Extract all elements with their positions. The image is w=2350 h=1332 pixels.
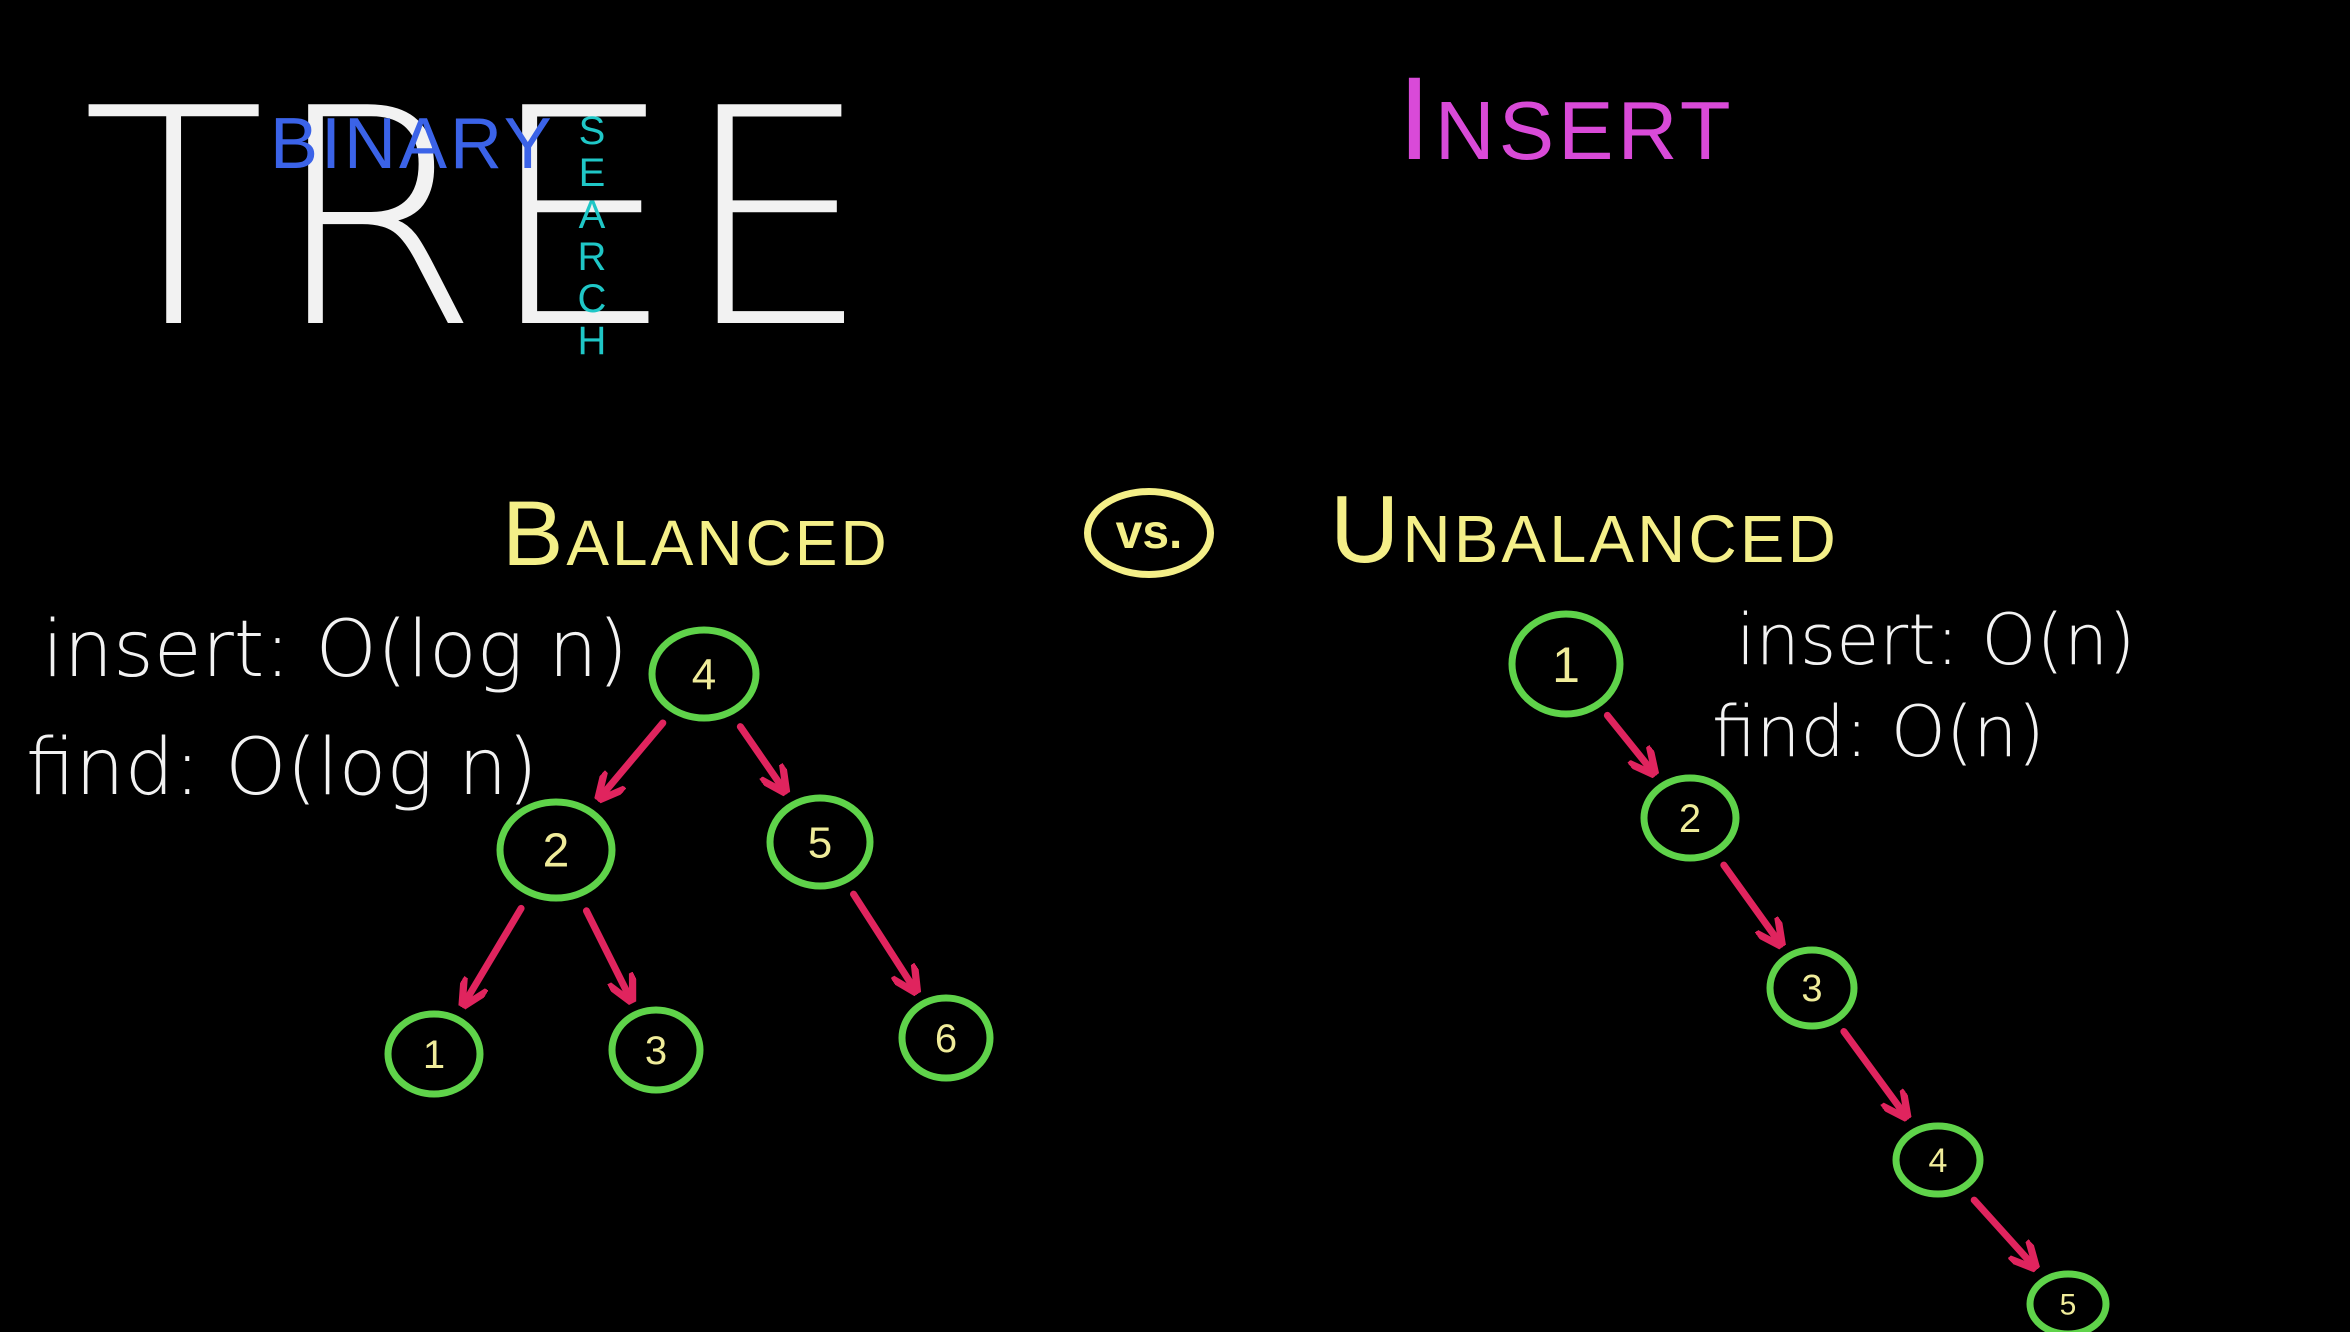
label-unbalanced: Unbalanced (1330, 476, 1839, 583)
unbalanced-node-5 (2026, 1270, 2110, 1332)
unbalanced-node-1 (1508, 610, 1624, 718)
unbalanced-edge-4-to-5 (1970, 1196, 2033, 1265)
vs-badge: vs. (1084, 488, 1214, 578)
balanced-node-label-4: 4 (692, 651, 716, 700)
balanced-edge-4-to-5 (736, 723, 783, 790)
title-search-vertical: SEARCH (577, 109, 607, 363)
balanced-node-3 (608, 1006, 704, 1094)
unbalanced-node-2 (1640, 774, 1740, 862)
balanced-node-6 (898, 994, 994, 1082)
balanced-tree: 4 2 5 1 3 6 (384, 626, 994, 1098)
unbalanced-edge-3-to-4 (1840, 1028, 1905, 1115)
unbalanced-insert-complexity: insert: O(n) (1736, 599, 2136, 681)
unbalanced-node-label-5: 5 (2060, 1289, 2077, 1322)
title-binary: BINARY (270, 104, 555, 184)
unbalanced-find-complexity: find: O(n) (1712, 691, 2045, 773)
balanced-insert-complexity: insert: O(log n) (42, 605, 629, 695)
balanced-node-label-1: 1 (423, 1033, 445, 1077)
balanced-edge-2-to-1 (465, 904, 525, 1002)
balanced-node-5 (766, 794, 874, 890)
unbalanced-node-4 (1892, 1122, 1984, 1198)
unbalanced-tree: 1 2 3 4 5 (1508, 610, 2110, 1332)
balanced-edge-4-to-2 (601, 719, 667, 796)
balanced-node-2 (496, 798, 616, 902)
unbalanced-node-label-3: 3 (1801, 968, 1822, 1010)
unbalanced-node-label-4: 4 (1929, 1142, 1948, 1180)
label-balanced: Balanced (502, 483, 890, 585)
vs-label: vs. (1115, 506, 1183, 559)
unbalanced-edge-1-to-2 (1603, 711, 1652, 771)
title-tree: TREE (82, 45, 877, 394)
unbalanced-node-label-1: 1 (1552, 637, 1580, 693)
balanced-node-label-5: 5 (808, 819, 832, 868)
balanced-node-4 (648, 626, 760, 722)
balanced-node-label-6: 6 (935, 1017, 957, 1061)
unbalanced-node-3 (1766, 946, 1858, 1030)
balanced-node-1 (384, 1010, 484, 1098)
unbalanced-edge-2-to-3 (1720, 861, 1780, 942)
balanced-edge-2-to-3 (582, 907, 630, 998)
balanced-node-label-2: 2 (543, 825, 570, 878)
balanced-find-complexity: find: O(log n) (26, 723, 538, 813)
balanced-edge-5-to-6 (850, 890, 915, 989)
balanced-node-label-3: 3 (645, 1029, 667, 1073)
heading-insert: Insert (1398, 53, 1735, 185)
unbalanced-node-label-2: 2 (1679, 797, 1701, 841)
